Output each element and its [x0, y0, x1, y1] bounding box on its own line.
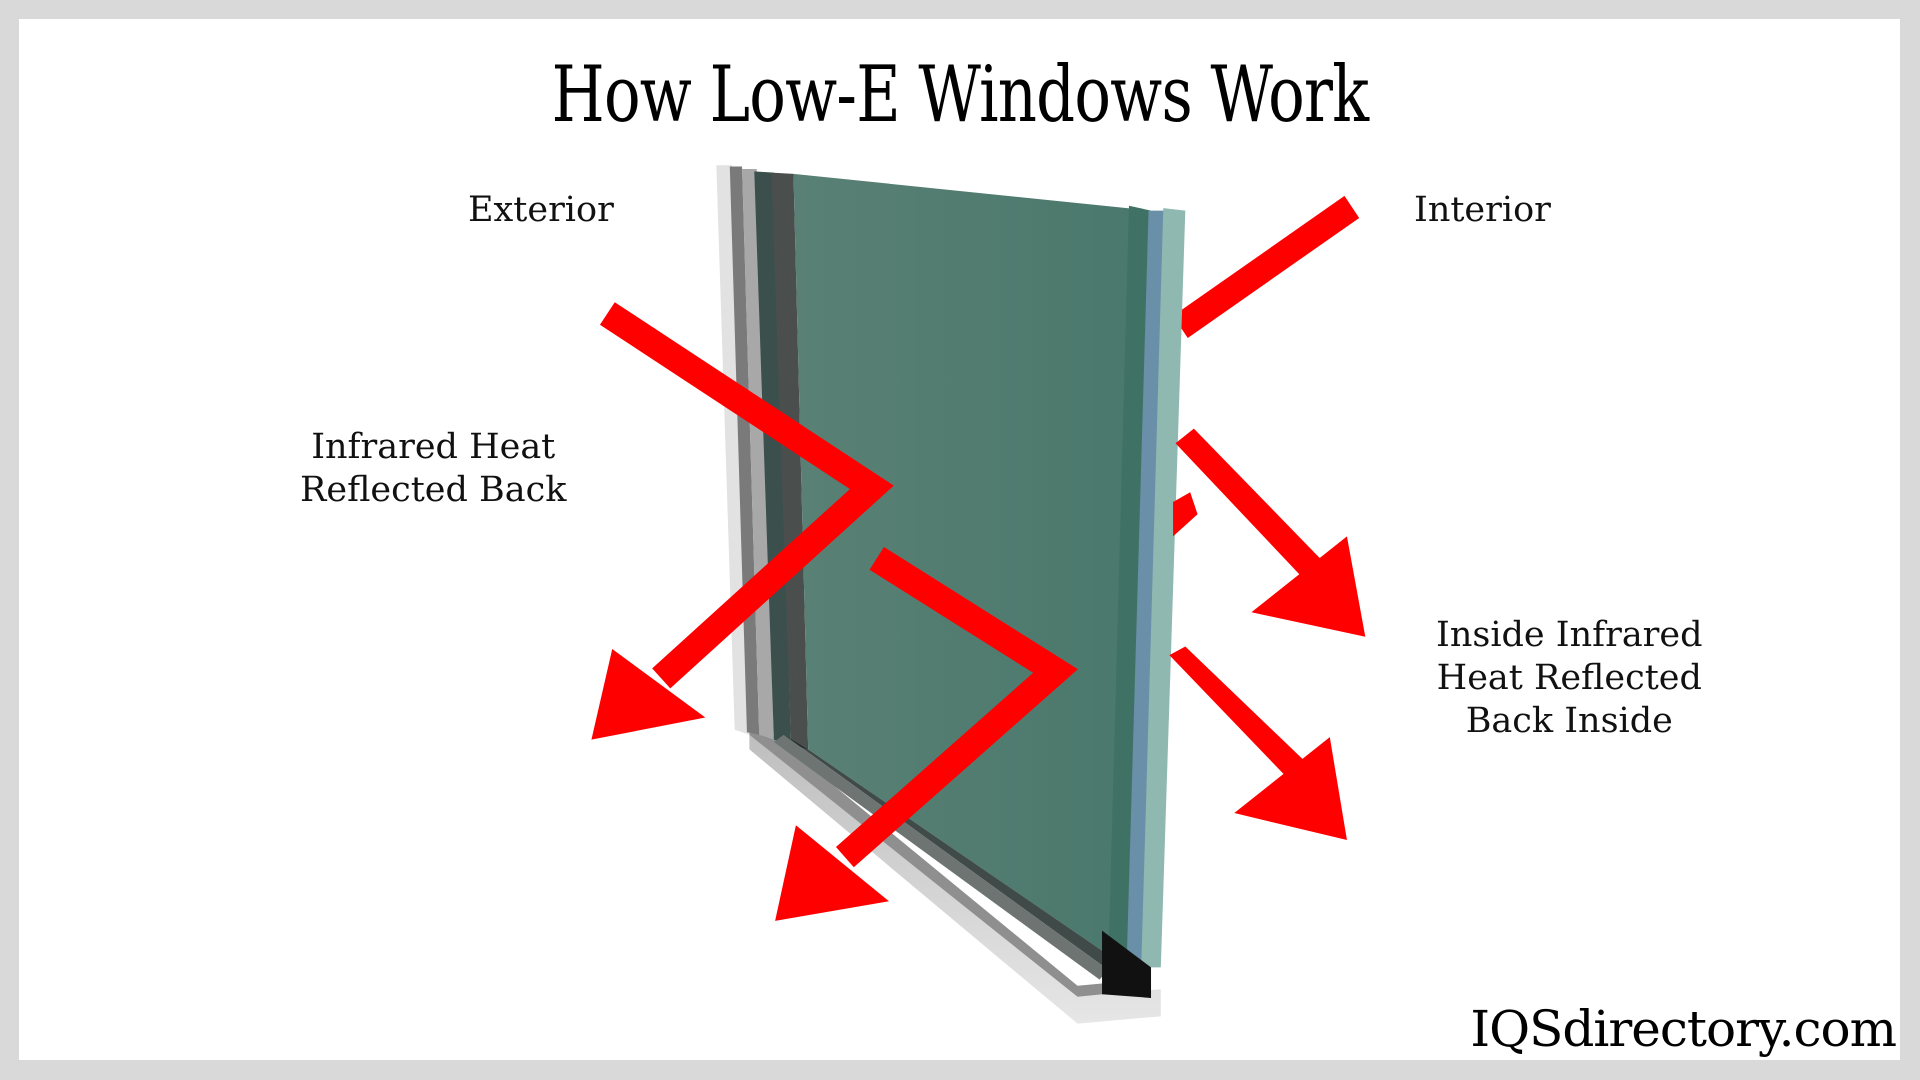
brand-watermark: IQSdirectory.com [1470, 1000, 1897, 1058]
label-line: Inside Infrared [1436, 615, 1703, 655]
label-inside-infrared: Inside Infrared Heat Reflected Back Insi… [1436, 614, 1703, 743]
arrow-interior-incoming [1173, 195, 1360, 338]
label-interior: Interior [1414, 190, 1551, 230]
arrow-inside-reflected-upper [1173, 428, 1366, 637]
arrow-inside-reflected-lower [1169, 646, 1347, 840]
window-frame-left [716, 165, 809, 750]
label-line: Heat Reflected [1436, 658, 1702, 698]
glass-edge-right [1102, 205, 1186, 998]
page-title: How Low-E Windows Work [551, 50, 1369, 140]
glass-pane [773, 173, 1152, 980]
label-line: Back Inside [1465, 701, 1673, 741]
arrow-infrared-reflected-lower [775, 546, 1078, 921]
label-infrared-heat-reflected: Infrared Heat Reflected Back [300, 426, 566, 512]
label-exterior: Exterior [468, 190, 614, 230]
label-line: Infrared Heat [311, 427, 556, 467]
arrow-infrared-reflected-upper [591, 302, 894, 740]
label-line: Reflected Back [300, 470, 567, 510]
